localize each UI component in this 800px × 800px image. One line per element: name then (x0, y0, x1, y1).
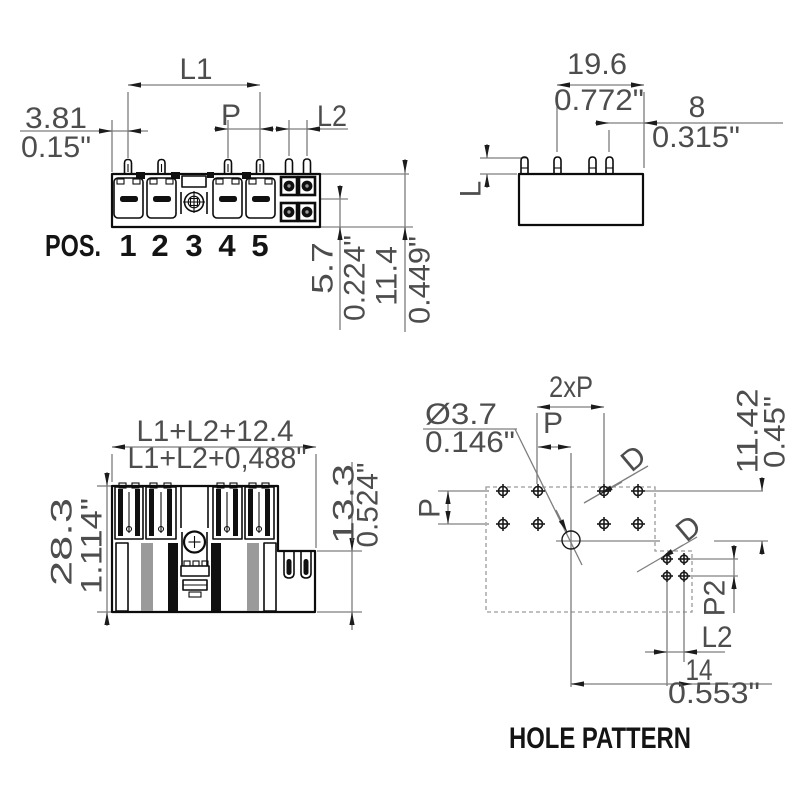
top-view: L1 P L2 3.81 0.15" 5.7 0.224" 11.4 0.449… (20, 53, 437, 332)
dim-end-in: 0.553" (668, 677, 760, 710)
dim-offset-in: 0.45" (759, 396, 792, 468)
dim-dia-in: 0.146" (425, 426, 515, 459)
top-view-castellations (136, 172, 251, 179)
front-view-dimension-text: L1+L2+12.4 L1+L2+0,488" 28.3 1.114" 13.3… (46, 415, 385, 594)
dim-offset-mm: 3.81 (25, 102, 87, 135)
pos-4: 4 (218, 228, 236, 263)
dim-width-in: L1+L2+0,488" (128, 442, 307, 475)
dim-dia-mm: Ø3.7 (425, 398, 497, 431)
top-view-dimension-lines (20, 82, 408, 332)
side-view-dimension-text: 19.6 0.772" 8 0.315" L (455, 48, 741, 197)
dim-pin-offset-in: 0.315" (652, 121, 740, 154)
dim-width-in: 0.772" (554, 84, 644, 117)
solder-block-holes (661, 553, 690, 582)
top-view-extension-lines (111, 92, 413, 228)
pos-label: POS. (45, 228, 101, 263)
dim-d-label-2: D (670, 509, 708, 548)
dim-two-pitch: 2xP (549, 371, 593, 404)
top-view-dimension-text: L1 P L2 3.81 0.15" 5.7 0.224" 11.4 0.449… (21, 53, 437, 324)
dim-height-in: 1.114" (76, 498, 109, 594)
hole-pattern-dimension-text: 2xP P Ø3.7 0.146" P 11.42 0.45" D D P2 L… (414, 371, 792, 710)
front-view: L1+L2+12.4 L1+L2+0,488" 28.3 1.114" 13.3… (46, 415, 385, 630)
front-view-body (110, 482, 317, 614)
dim-step-in: 0.524" (352, 463, 385, 548)
pos-1: 1 (119, 228, 136, 263)
dim-pitch-vert: P (414, 498, 447, 518)
hole-pattern-title: HOLE PATTERN (509, 722, 691, 755)
fixing-hole (561, 530, 581, 550)
dim-height-mm: 11.4 (371, 246, 404, 306)
front-view-strips (115, 542, 277, 612)
side-view-dimension-lines (484, 82, 783, 188)
dim-l1: L1 (180, 53, 213, 86)
front-view-screw-assembly (180, 487, 210, 598)
dim-offset-in: 0.15" (21, 131, 91, 164)
dim-d-label-1: D (615, 439, 653, 478)
hole-pattern-view: 2xP P Ø3.7 0.146" P 11.42 0.45" D D P2 L… (414, 371, 792, 755)
dim-width-mm: L1+L2+12.4 (137, 415, 294, 448)
dim-l2: L2 (317, 100, 347, 133)
dim-height-mm: 28.3 (46, 498, 79, 586)
dim-step-mm: 13.3 (328, 464, 361, 544)
front-view-terminal-groups (114, 482, 275, 540)
signal-holes (496, 484, 645, 531)
side-view-body (517, 156, 645, 227)
dim-offset-mm: 11.42 (732, 389, 765, 474)
top-view-pins (123, 158, 312, 174)
dim-rowpitch-in: 0.224" (339, 235, 372, 321)
front-view-dimension-lines (104, 444, 355, 630)
dim-pitch: P (543, 407, 563, 440)
dim-pin-length: L (455, 181, 488, 198)
dim-p2: P2 (699, 580, 732, 617)
pos-2: 2 (151, 228, 168, 263)
position-labels: POS. 1 2 3 4 5 (45, 228, 269, 263)
dim-height-in: 0.449" (404, 236, 437, 324)
top-view-cavities (113, 177, 276, 219)
dim-pin-offset-mm: 8 (689, 91, 706, 124)
footprint-outline (485, 486, 693, 613)
dim-l2: L2 (702, 621, 733, 654)
front-view-solder-legs (283, 551, 312, 579)
pos-5: 5 (251, 228, 268, 263)
top-view-housing (110, 158, 322, 229)
pos-3: 3 (185, 228, 202, 263)
dim-p: P (221, 99, 241, 132)
dim-rowpitch-mm: 5.7 (307, 242, 340, 294)
side-view-pins (520, 156, 614, 174)
hole-pattern-dimension-lines (423, 404, 772, 687)
dim-end-mm: 14 (686, 654, 713, 687)
hole-pattern-holes (496, 484, 690, 582)
top-view-pin-block (279, 175, 317, 223)
dim-width-mm: 19.6 (567, 48, 627, 81)
top-view-fixing-screw (180, 175, 208, 214)
side-view: 19.6 0.772" 8 0.315" L (455, 48, 783, 227)
